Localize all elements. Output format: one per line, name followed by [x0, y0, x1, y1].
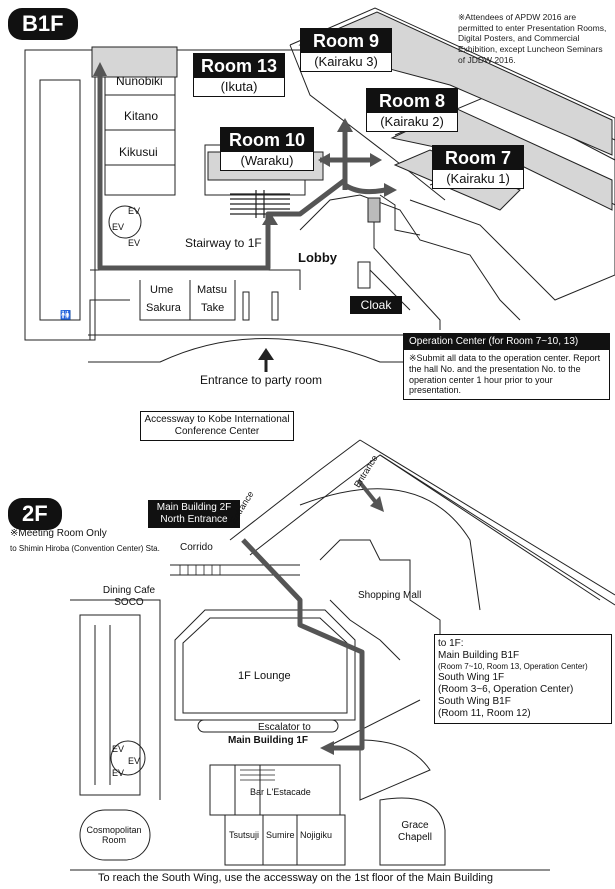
room13-area [91, 46, 178, 78]
b1f-attendee-note: ※Attendees of APDW 2016 are permitted to… [458, 12, 607, 65]
operation-center-title: Operation Center (for Room 7~10, 13) [404, 334, 609, 350]
room-nojigiku: Nojigiku [300, 830, 333, 840]
room-9-sub: (Kairaku 3) [314, 54, 378, 69]
room-sakura: Sakura [146, 302, 181, 314]
room-sumire: Sumire [266, 830, 295, 840]
stairway-label: Stairway to 1F [185, 236, 262, 250]
b1f-left-inner [39, 79, 81, 321]
room-13-label[interactable]: Room 13 (Ikuta) [193, 53, 285, 97]
room-8-label[interactable]: Room 8 (Kairaku 2) [366, 88, 458, 132]
operation-center-body: ※Submit all data to the operation center… [409, 353, 601, 396]
to-1f-line-0: to 1F: [438, 638, 464, 649]
room-9-title: Room 9 [301, 29, 391, 53]
room-kikusui: Kikusui [119, 145, 158, 159]
f2-ev-1: EV [112, 744, 125, 754]
to-1f-line-1: Main Building B1F [438, 650, 520, 661]
b1f-ev-2: EV [112, 222, 125, 232]
to-1f-line-4: (Room 3~6, Operation Center) [438, 683, 574, 695]
room-tsutsuji: Tsutsuji [229, 830, 260, 840]
to-1f-line-5: South Wing B1F [438, 695, 511, 707]
room-7-label[interactable]: Room 7 (Kairaku 1) [432, 145, 524, 189]
to-1f-info-box: to 1F: Main Building B1F (Room 7~10, Roo… [434, 634, 612, 724]
dining-cafe-soco: Dining Cafe SOCO [102, 585, 156, 608]
f2-route [241, 538, 365, 751]
operation-center-box: Operation Center (for Room 7~10, 13) ※Su… [403, 333, 610, 401]
bar-lestacade: Bar L'Estacade [250, 787, 311, 797]
escalator-label: Escalator to [258, 722, 311, 733]
lobby-label: Lobby [298, 250, 337, 265]
cosmopolitan-room: Cosmopolitan Room [86, 825, 142, 846]
shopping-mall: Shopping Mall [358, 590, 422, 601]
room-13-sub: (Ikuta) [220, 79, 258, 94]
room-10-sub: (Waraku) [240, 153, 294, 168]
f2-floor-label: 2F [8, 498, 62, 530]
room-7-title: Room 7 [433, 146, 523, 170]
to-1f-line-6: (Room 11, Room 12) [438, 707, 531, 719]
room-matsu: Matsu [197, 284, 227, 296]
to-1f-line-3: South Wing 1F [438, 671, 505, 683]
b1f-ev-3: EV [128, 238, 141, 248]
room-7-sub: (Kairaku 1) [446, 171, 510, 186]
to-shimin-hiroba: to Shimin Hiroba (Convention Center) Sta… [10, 544, 160, 553]
b1f-ev-1: EV [128, 206, 141, 216]
room-nunobiki: Nunobiki [116, 74, 163, 88]
b1f-left-block [24, 49, 96, 341]
cloak-label: Cloak [350, 296, 402, 315]
footer-note: To reach the South Wing, use the accessw… [98, 872, 494, 884]
meeting-room-only: ※Meeting Room Only [10, 528, 107, 539]
room-ume: Ume [150, 284, 174, 296]
room-10-title: Room 10 [221, 128, 313, 152]
accessway-label: Accessway to Kobe International Conferen… [140, 411, 294, 441]
entrance-party-room: Entrance to party room [200, 373, 323, 387]
room-9-label[interactable]: Room 9 (Kairaku 3) [300, 28, 392, 72]
corrido-label: Corrido [180, 542, 213, 553]
main-building-north-entrance: Main Building 2F North Entrance [148, 500, 240, 528]
lounge-1f: 1F Lounge [238, 670, 291, 682]
room-kitano: Kitano [124, 109, 159, 123]
f2-ev-3: EV [112, 768, 125, 778]
to-1f-line-2: (Room 7~10, Room 13, Operation Center) [438, 662, 588, 671]
room-8-sub: (Kairaku 2) [380, 114, 444, 129]
room-10-label[interactable]: Room 10 (Waraku) [220, 127, 314, 171]
grace-chapell: Grace Chapell [398, 820, 432, 843]
room-13-title: Room 13 [194, 54, 284, 78]
b1f-floor-label: B1F [8, 8, 78, 40]
room-take: Take [201, 302, 225, 314]
escalator-destination: Main Building 1F [228, 735, 308, 746]
f2-ev-2: EV [128, 756, 141, 766]
restroom-icon: 🚻 [60, 310, 72, 320]
room-8-title: Room 8 [367, 89, 457, 113]
